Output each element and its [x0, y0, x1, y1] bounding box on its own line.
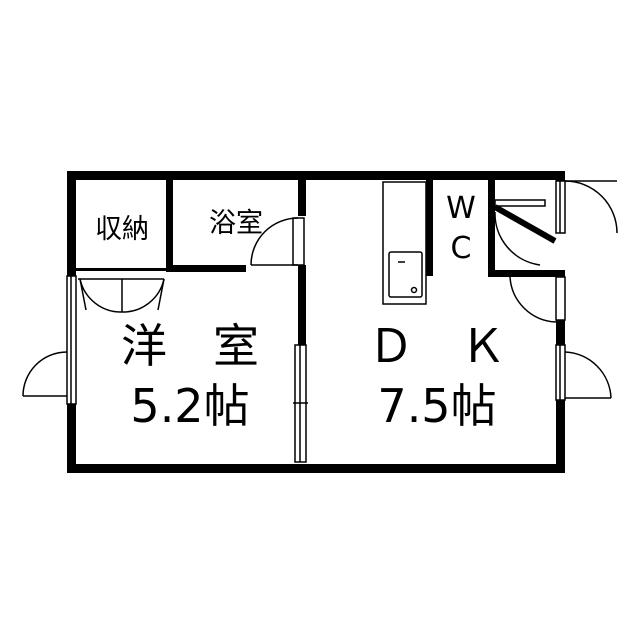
bath-door-arc	[250, 217, 299, 266]
sliding-door	[293, 344, 308, 463]
left-wall-lower	[67, 404, 76, 473]
western-room-name: 洋 室	[121, 319, 259, 373]
bath-door-frame	[292, 217, 305, 266]
wc-label-c: C	[451, 231, 472, 266]
storage-bottom-edge	[76, 268, 168, 271]
bath-right-wall-upper	[298, 171, 306, 216]
right-door-arc	[564, 351, 612, 399]
interior-walls	[76, 171, 565, 345]
bath-door	[250, 217, 305, 266]
bath-label: 浴室	[209, 208, 263, 239]
storage-doors	[78, 278, 165, 313]
entry-bottom-wall	[488, 270, 565, 277]
wc-right-wall	[488, 171, 495, 276]
entry-door-arc	[564, 180, 618, 234]
room-divider-upper	[298, 265, 306, 345]
right-wall-lower	[556, 400, 565, 473]
top-wall	[67, 171, 565, 180]
wc-door-leaf	[493, 204, 557, 244]
bath-bottom-wall	[166, 265, 246, 272]
wc-door-arc	[494, 211, 541, 266]
sink	[388, 251, 423, 298]
wc-label-w: W	[446, 191, 476, 226]
right-wall-mid	[556, 320, 565, 345]
exterior-walls	[67, 171, 565, 473]
entry-door	[555, 180, 618, 234]
bottom-wall	[67, 464, 565, 473]
storage-bath-divider	[166, 171, 173, 271]
storage-door-right-arc	[121, 278, 165, 313]
storage-door-left-arc	[79, 278, 123, 313]
entry-inner-door	[509, 276, 566, 323]
western-room-size: 5.2帖	[130, 379, 249, 433]
entry-inner-door-arc	[509, 276, 557, 323]
sink-drain-icon	[410, 286, 418, 294]
left-door	[22, 275, 77, 405]
entry-corner	[556, 171, 565, 181]
wc-door	[493, 199, 557, 266]
storage-label: 収納	[95, 214, 149, 245]
dk-size: 7.5帖	[377, 379, 496, 433]
left-door-arc	[22, 351, 68, 397]
left-wall-upper	[67, 171, 76, 276]
kitchen-counter	[382, 181, 427, 305]
right-door	[555, 344, 612, 401]
dk-name: Ｄ Ｋ	[368, 319, 506, 373]
wc-left-wall	[426, 171, 433, 276]
entry-inner-door-frame	[555, 276, 566, 321]
wc-door-frame	[494, 199, 546, 207]
